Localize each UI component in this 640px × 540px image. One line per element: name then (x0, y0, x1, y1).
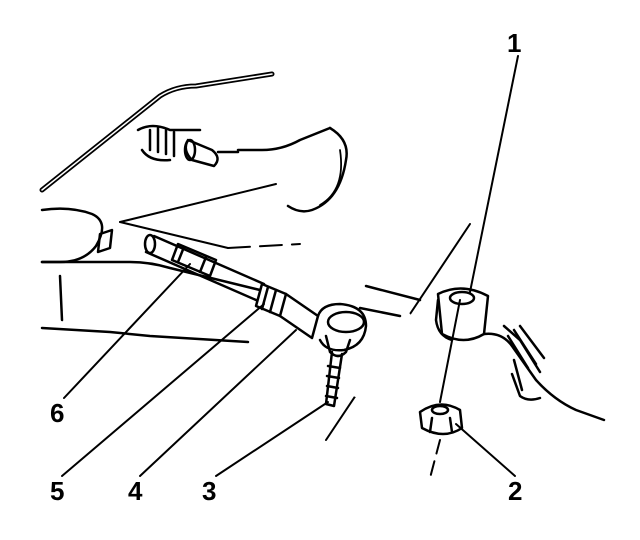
tie-rod-end-body (278, 292, 368, 358)
upper-frame-bracket (136, 124, 348, 213)
leader-2 (455, 423, 516, 477)
assembly-leader-upper (119, 183, 301, 249)
seal-nut-centerline (429, 299, 461, 479)
tie-rod-shaft (143, 233, 266, 302)
callout-1: 1 (507, 28, 522, 58)
stud-seal (434, 287, 490, 342)
leader-4 (139, 329, 297, 477)
lower-frame-member (40, 207, 422, 344)
callout-5: 5 (50, 476, 65, 506)
steering-knuckle (482, 324, 606, 422)
hydraulic-line (39, 71, 275, 193)
leader-5 (61, 303, 265, 477)
callout-3: 3 (202, 476, 217, 506)
leader-1 (469, 55, 519, 293)
castle-nut (418, 403, 464, 436)
callout-4: 4 (128, 476, 143, 506)
jam-nut (254, 282, 288, 318)
callout-2: 2 (508, 476, 523, 506)
upper-pin-bushing (183, 138, 240, 168)
stud-alignment-leader (325, 223, 471, 441)
callout-6: 6 (50, 398, 65, 428)
leader-3 (215, 401, 329, 477)
tie-rod-end-stud (324, 350, 344, 408)
leader-6 (63, 263, 191, 399)
callout-leaders (61, 55, 519, 477)
